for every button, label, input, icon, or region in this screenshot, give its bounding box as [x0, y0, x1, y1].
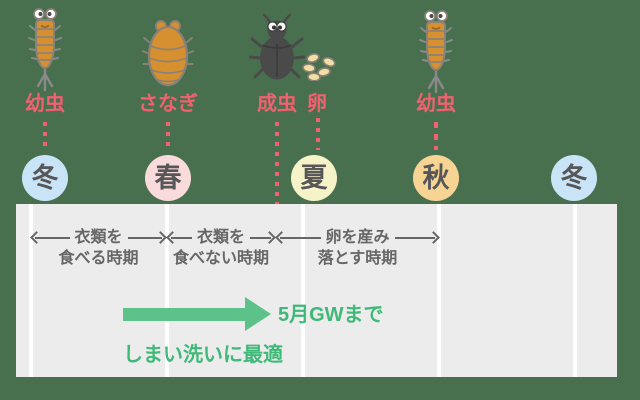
period-label-line1: 衣類を [191, 228, 251, 247]
season-circle-summer: 夏 [291, 155, 337, 201]
period-not-eating-clothes: 衣類を 食べない時期 [166, 228, 276, 272]
season-divider-line [437, 204, 441, 377]
timeline-band: 衣類を 食べる時期 衣類を 食べない時期 卵を産み 落とす時期 5月GWまで し… [16, 204, 617, 377]
green-arrow-shaft [123, 308, 245, 321]
season-divider-line [29, 204, 33, 377]
larva-icon [28, 8, 62, 92]
stage-label-pupa: さなぎ [138, 93, 198, 115]
season-divider-line [165, 204, 169, 377]
larva-icon [419, 10, 453, 94]
eggs-icon [302, 53, 336, 81]
stage-label-adult: 成虫 [257, 93, 297, 115]
season-circle-autumn: 秋 [413, 155, 459, 201]
dotted-connector-spring [166, 122, 170, 150]
dotted-connector-winter [43, 122, 47, 150]
period-label-line1: 衣類を [69, 228, 128, 247]
dotted-connector-adult-long [275, 122, 279, 230]
arrowhead-left-icon [275, 231, 288, 244]
green-arrow-head-icon [245, 297, 271, 331]
stage-label-larva-autumn: 幼虫 [416, 93, 456, 115]
period-laying-eggs: 卵を産み 落とす時期 [275, 228, 440, 272]
dotted-connector-egg [316, 118, 320, 150]
season-divider-line [573, 204, 577, 377]
deadline-label: 5月GWまで [278, 304, 384, 326]
season-circle-winter-1: 冬 [22, 155, 68, 201]
stage-label-egg: 卵 [307, 93, 327, 115]
period-label-line1: 卵を産み [320, 228, 395, 247]
arrowhead-left-icon [30, 231, 43, 244]
arrowhead-left-icon [166, 231, 179, 244]
dotted-connector-autumn [434, 122, 438, 150]
period-eating-clothes: 衣類を 食べる時期 [30, 228, 167, 272]
pupa-icon [142, 20, 194, 87]
adult-beetle-icon [249, 13, 305, 80]
period-label-line2: 食べる時期 [58, 250, 139, 267]
period-label-line2: 落とす時期 [317, 250, 398, 267]
season-circle-spring: 春 [145, 155, 191, 201]
arrowhead-right-icon [263, 231, 276, 244]
wash-recommendation-caption: しまい洗いに最適 [123, 344, 283, 366]
stage-label-larva-winter: 幼虫 [25, 93, 65, 115]
season-circle-winter-2: 冬 [551, 155, 597, 201]
period-label-line2: 食べない時期 [172, 250, 270, 267]
season-divider-line [301, 204, 305, 377]
